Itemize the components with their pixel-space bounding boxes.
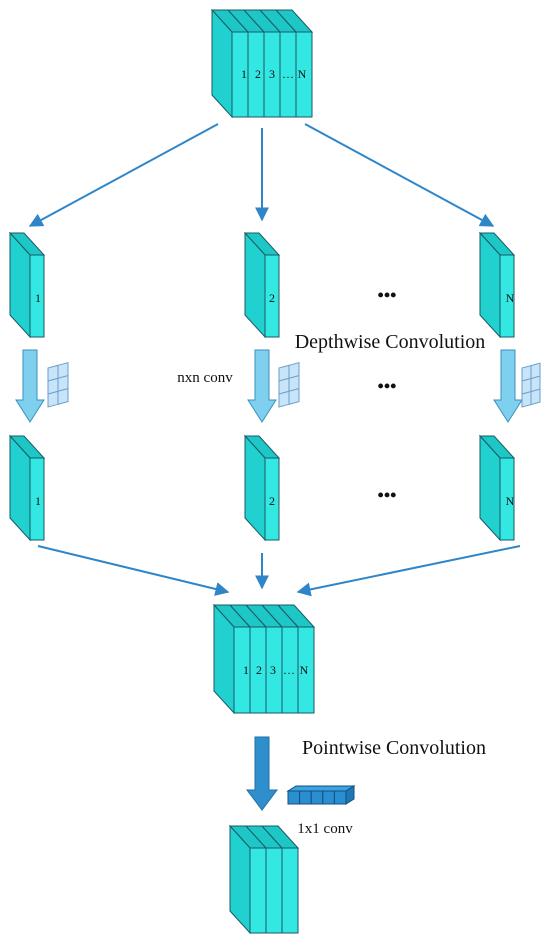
kernel-grid-2 <box>278 362 300 408</box>
depthwise-convolution-title: Depthwise Convolution <box>295 331 486 353</box>
pointwise-down-arrow <box>246 736 278 811</box>
down-arrow-2 <box>247 349 277 423</box>
1x1-conv-label: 1x1 conv <box>297 821 353 837</box>
input-channel-label: N <box>298 67 307 81</box>
slice-label: 1 <box>35 494 41 508</box>
down-arrow-1 <box>15 349 45 423</box>
ellipsis: ••• <box>378 485 397 505</box>
depthwise-output-slice-2: 2 <box>243 434 281 542</box>
depthwise-output-slice-1: 1 <box>8 434 46 542</box>
slice-label: N <box>506 494 515 508</box>
input-tensor: 1 2 3 … N <box>210 8 314 119</box>
merged-channel-label: N <box>300 663 309 677</box>
kernel-grid-1 <box>47 362 69 408</box>
down-arrow-n <box>493 349 523 423</box>
depthwise-output-slice-n: N <box>478 434 516 542</box>
split-arrow-left <box>28 123 219 227</box>
nxn-conv-label: nxn conv <box>177 370 233 386</box>
split-arrow-right <box>304 123 495 227</box>
depthwise-input-slice-2: 2 <box>243 231 281 339</box>
pointwise-kernel <box>286 785 356 805</box>
pointwise-convolution-title: Pointwise Convolution <box>302 737 486 759</box>
depthwise-input-slice-n: N <box>478 231 516 339</box>
merged-channel-label: 3 <box>270 663 276 677</box>
depthwise-input-slice-1: 1 <box>8 231 46 339</box>
input-channel-label: … <box>282 67 294 81</box>
merge-arrow-left <box>37 545 230 596</box>
merged-channel-label: … <box>283 663 295 677</box>
ellipsis: ••• <box>378 376 397 396</box>
input-channel-label: 3 <box>269 67 275 81</box>
merged-tensor: 1 2 3 … N <box>212 603 316 715</box>
slice-label: 2 <box>269 494 275 508</box>
merged-channel-label: 2 <box>256 663 262 677</box>
merge-arrow-right <box>296 545 521 597</box>
slice-label: N <box>506 291 515 305</box>
slice-label: 2 <box>269 291 275 305</box>
output-tensor <box>228 824 300 935</box>
input-channel-label: 2 <box>255 67 261 81</box>
ellipsis: ••• <box>378 285 397 305</box>
kernel-grid-n <box>521 362 541 408</box>
slice-label: 1 <box>35 291 41 305</box>
input-channel-label: 1 <box>241 67 247 81</box>
merged-channel-label: 1 <box>243 663 249 677</box>
